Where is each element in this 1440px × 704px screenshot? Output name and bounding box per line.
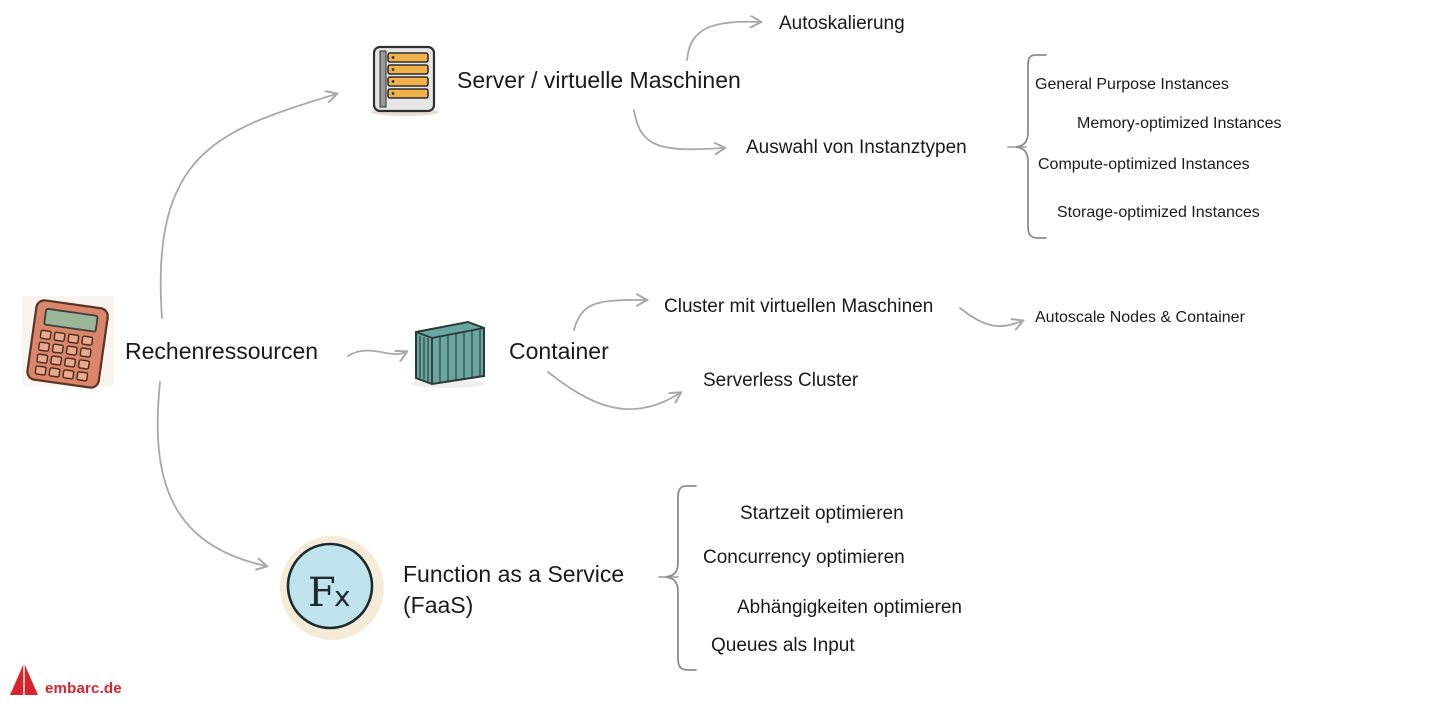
faas-item-queues: Queues als Input: [711, 635, 855, 656]
node-container-label: Container: [509, 338, 609, 364]
server-rack-icon: [371, 45, 439, 116]
faas-item-concurrency: Concurrency optimieren: [703, 547, 905, 568]
node-faas-label-line2: (FaaS): [403, 592, 474, 618]
connector-vmcluster-autoscale: [959, 307, 1022, 326]
svg-text:x: x: [334, 580, 351, 613]
node-autoscale-nodes-label: Autoscale Nodes & Container: [1035, 309, 1245, 326]
node-autoscaling-label: Autoskalierung: [779, 13, 905, 34]
connector-root-container: [347, 349, 406, 356]
shipping-container-icon: [412, 320, 485, 388]
connector-container-vmcluster: [573, 300, 646, 331]
connector-root-server: [159, 94, 336, 319]
instance-type-storage: Storage-optimized Instances: [1057, 204, 1260, 221]
node-instance-selection-label: Auswahl von Instanztypen: [746, 137, 967, 158]
function-fx-icon: F x: [280, 536, 384, 640]
faas-item-startzeit: Startzeit optimieren: [740, 503, 904, 524]
brace-instance-types: [1015, 54, 1047, 239]
connector-container-serverless: [547, 371, 680, 410]
faas-item-abhaengigkeiten: Abhängigkeiten optimieren: [737, 597, 962, 618]
instance-type-compute: Compute-optimized Instances: [1038, 156, 1250, 173]
node-vm-cluster-label: Cluster mit virtuellen Maschinen: [664, 296, 934, 317]
brace-faas-items: [665, 485, 697, 671]
calculator-icon: [22, 296, 114, 389]
node-root-label: Rechenressourcen: [125, 338, 319, 364]
connector-root-faas: [156, 381, 266, 566]
svg-text:F: F: [308, 570, 336, 616]
embarc-logo-text[interactable]: embarc.de: [45, 680, 122, 697]
instance-type-memory: Memory-optimized Instances: [1077, 115, 1282, 132]
embarc-logo-mark: [10, 663, 38, 695]
node-serverless-cluster-label: Serverless Cluster: [703, 370, 859, 391]
instance-type-general: General Purpose Instances: [1035, 76, 1229, 93]
node-faas-label-line1: Function as a Service: [403, 561, 625, 587]
node-server-label: Server / virtuelle Maschinen: [457, 67, 741, 93]
connector-server-autoscaling: [686, 22, 760, 61]
connector-server-instances: [633, 109, 724, 149]
